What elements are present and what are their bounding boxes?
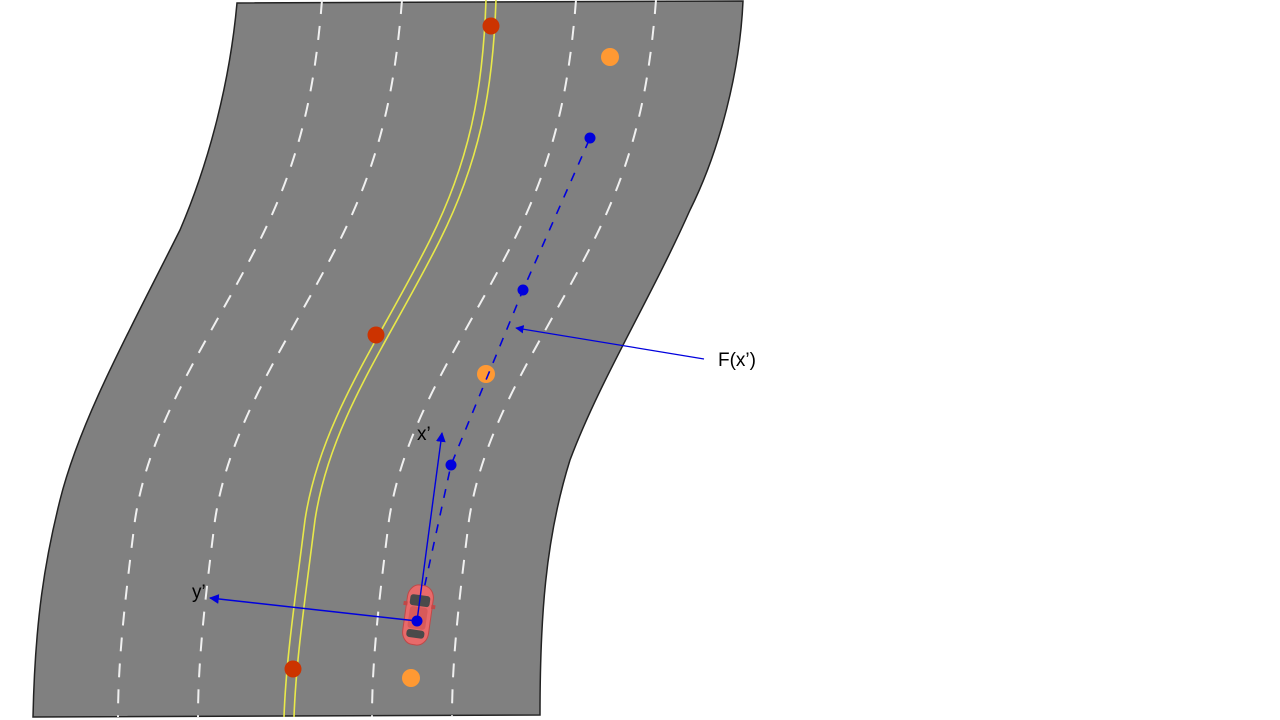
red-point: [284, 660, 302, 678]
origin-point: [411, 615, 423, 627]
center-line: [283, 0, 497, 718]
blue-point: [517, 284, 529, 296]
center-line-left: [283, 0, 487, 718]
lane-line-1: [117, 0, 323, 718]
orange-point: [402, 669, 420, 687]
x-axis-label: x’: [417, 424, 431, 445]
lane-line-2: [197, 0, 403, 718]
function-pointer-arrow: [515, 325, 705, 360]
car-mirror-left: [403, 600, 408, 606]
blue-point: [445, 459, 457, 471]
orange-point: [601, 48, 619, 66]
car-mirror-right: [430, 604, 436, 610]
lane-line-3: [371, 0, 577, 718]
fitted-curve: [416, 137, 591, 622]
blue-point: [584, 132, 596, 144]
y-axis-label: y’: [192, 582, 206, 603]
lane-line-4: [451, 0, 657, 718]
blue-points: [445, 132, 596, 471]
function-label: F(x’): [718, 350, 756, 371]
road-surface: [32, 0, 744, 718]
x-axis-arrow: [416, 432, 446, 622]
orange-point: [477, 365, 495, 383]
center-line-right: [293, 0, 497, 718]
lane-markings: [117, 0, 657, 718]
red-points: [284, 17, 500, 678]
car-rear-window: [406, 628, 425, 639]
red-point: [482, 17, 500, 35]
red-point: [367, 326, 385, 344]
orange-points: [402, 48, 619, 687]
y-axis-arrow: [209, 594, 418, 622]
